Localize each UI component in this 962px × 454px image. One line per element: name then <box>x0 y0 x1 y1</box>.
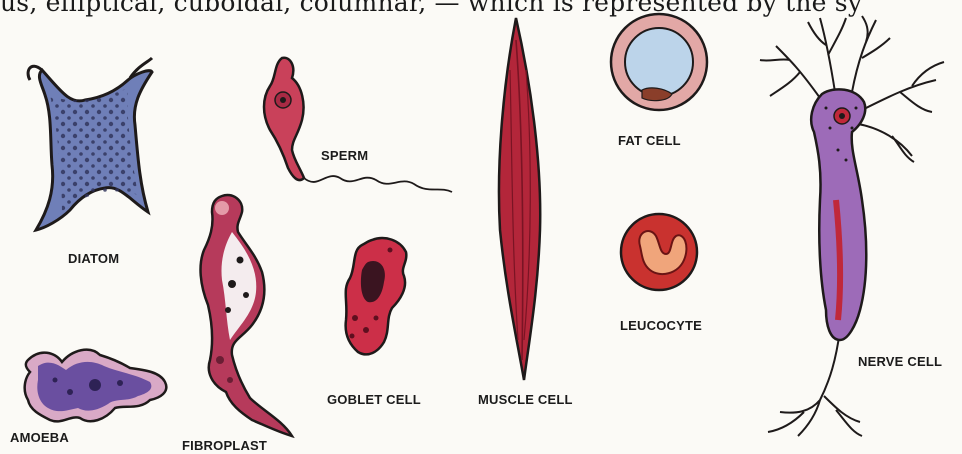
label-amoeba: AMOEBA <box>10 430 69 445</box>
label-sperm: SPERM <box>321 148 368 163</box>
diatom-drawing <box>28 58 152 230</box>
label-leucocyte: LEUCOCYTE <box>620 318 702 333</box>
sperm-drawing <box>264 58 452 192</box>
label-nerve-cell: NERVE CELL <box>858 354 942 369</box>
leucocyte-drawing <box>621 214 697 290</box>
label-fibroplast: FIBROPLAST <box>182 438 267 453</box>
amoeba-drawing <box>25 350 167 422</box>
nerve-cell-drawing <box>760 16 944 436</box>
label-muscle-cell: MUSCLE CELL <box>478 392 573 407</box>
fat-cell-drawing <box>611 14 707 110</box>
muscle-cell-drawing <box>499 18 540 380</box>
label-fat-cell: FAT CELL <box>618 133 681 148</box>
goblet-cell-drawing <box>346 238 407 354</box>
label-diatom: DIATOM <box>68 251 119 266</box>
fibroplast-drawing <box>201 195 292 436</box>
label-goblet-cell: GOBLET CELL <box>327 392 421 407</box>
